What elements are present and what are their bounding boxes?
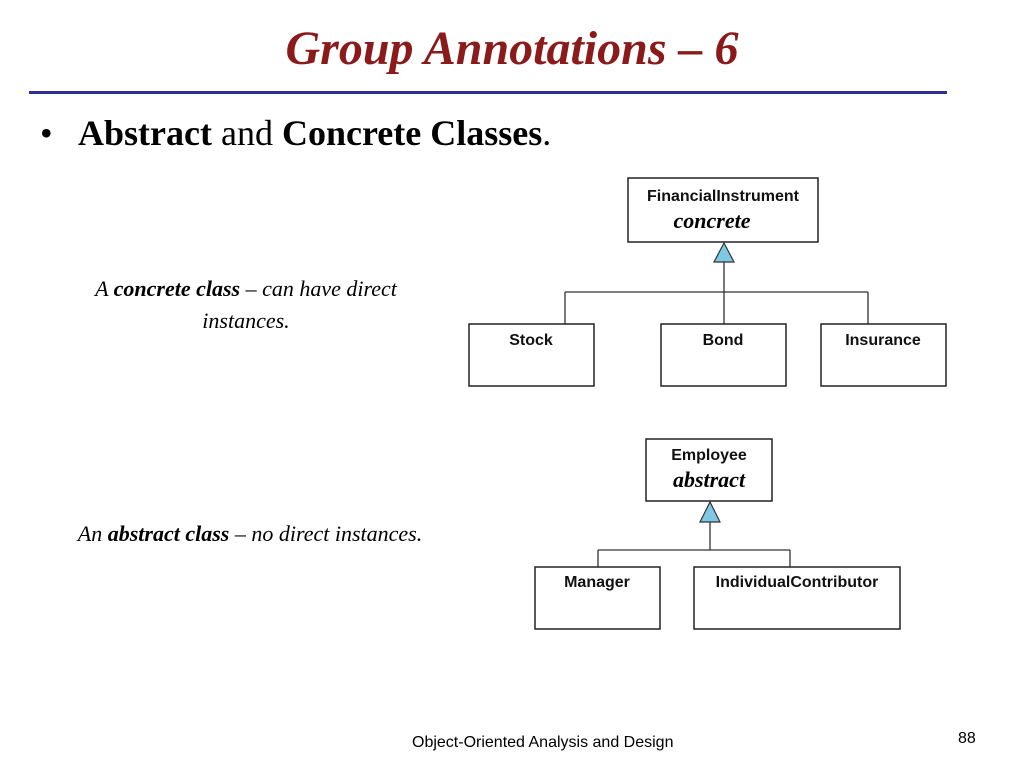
slide-footer: Object-Oriented Analysis and Design	[412, 734, 674, 751]
class-box-individual-contributor: IndividualContributor	[693, 566, 901, 630]
class-box-insurance: Insurance	[820, 323, 947, 387]
page-number: 88	[958, 730, 976, 747]
class-name: Insurance	[845, 332, 921, 349]
class-name: FinancialInstrument	[647, 188, 800, 205]
class-name: Bond	[703, 332, 744, 349]
class-stereotype: abstract	[673, 467, 746, 492]
class-name: Manager	[564, 574, 630, 591]
concrete-note-suffix: – can have direct instances.	[202, 276, 397, 333]
slide-title: Group Annotations – 6	[285, 22, 739, 75]
class-stereotype: concrete	[674, 208, 751, 233]
employee-hierarchy: Employee abstract Manager IndividualCont…	[534, 438, 901, 630]
concrete-note-prefix: A	[95, 276, 109, 301]
abstract-note-prefix: An	[77, 521, 103, 546]
abstract-note-suffix: – no direct instances.	[234, 521, 423, 546]
class-box-bond: Bond	[660, 323, 787, 387]
concrete-class-note: A concrete class – can have direct insta…	[60, 273, 432, 337]
abstract-class-note: An abstract class – no direct instances.	[70, 518, 430, 550]
class-box-manager: Manager	[534, 566, 661, 630]
concrete-note-term: concrete class	[113, 276, 241, 301]
inheritance-arrowhead	[699, 500, 721, 523]
class-box-financial-instrument: FinancialInstrument concrete	[627, 177, 819, 243]
class-box-stock: Stock	[468, 323, 595, 387]
bullet-marker: •	[40, 113, 53, 153]
title-divider	[29, 91, 947, 94]
bullet-term-concrete: Concrete Classes	[281, 113, 543, 153]
class-name: Stock	[509, 332, 553, 349]
financial-instrument-hierarchy: FinancialInstrument concrete Stock Bond …	[468, 177, 947, 387]
bullet-joiner: and	[220, 113, 273, 153]
class-box-employee: Employee abstract	[645, 438, 773, 502]
bullet-term-abstract: Abstract	[78, 113, 212, 153]
abstract-note-term: abstract class	[107, 521, 230, 546]
class-name: IndividualContributor	[716, 574, 879, 591]
bullet-item: • Abstract and Concrete Classes.	[40, 108, 551, 158]
bullet-period: .	[542, 113, 552, 153]
inheritance-arrowhead	[713, 241, 735, 263]
class-name: Employee	[671, 447, 747, 464]
